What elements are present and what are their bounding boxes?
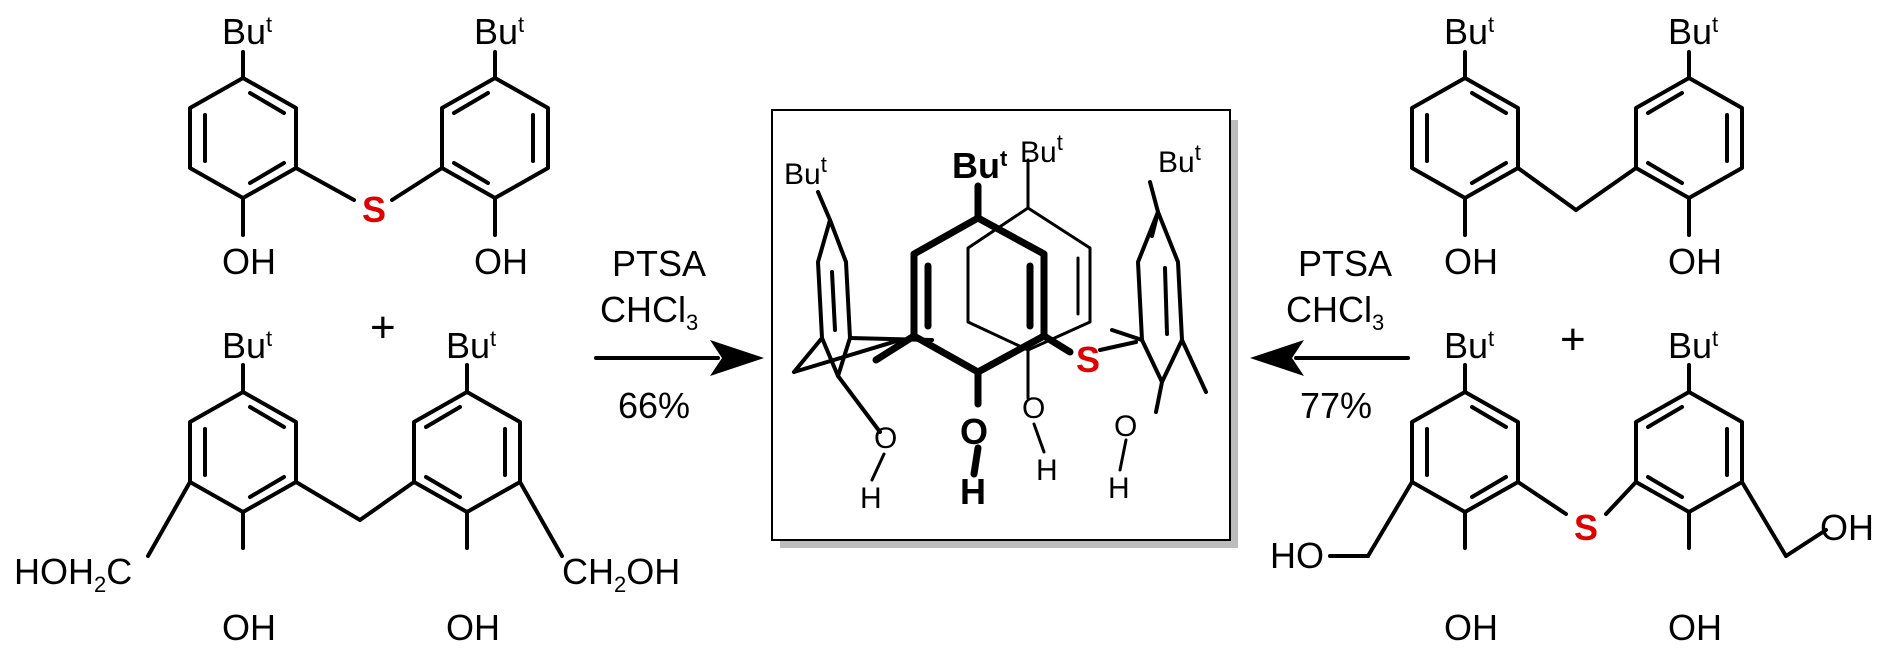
oxygen-label-front: O (960, 411, 988, 452)
tbu-label: But (446, 325, 496, 366)
product-thiacalixarene (792, 158, 1208, 482)
tbu-label-front: But (952, 145, 1008, 186)
hydrogen-label: H (860, 482, 882, 515)
hydrogen-label: H (1036, 454, 1058, 487)
reaction-arrow-right (1250, 340, 1410, 376)
oxygen-label: O (874, 422, 897, 455)
reactant-bis-hydroxymethyl-methylene-bisphenol (146, 363, 564, 558)
hydroxyl-label: HO (1270, 535, 1324, 576)
reagent-ptsa-right: PTSA (1298, 243, 1392, 284)
oxygen-label: O (1114, 410, 1137, 443)
reagent-ptsa-left: PTSA (612, 243, 706, 284)
hydroxymethyl-label: HOH2C (14, 551, 132, 597)
tbu-label: But (1444, 325, 1494, 366)
hydroxyl-label: OH (222, 241, 276, 282)
hydroxyl-label: OH (1444, 607, 1498, 648)
reaction-arrow-left (594, 340, 764, 376)
hydrogen-label: H (1108, 472, 1130, 505)
tbu-label: But (1668, 11, 1718, 52)
sulfur-atom: S (1574, 507, 1598, 548)
hydroxyl-label: OH (1668, 607, 1722, 648)
plus-sign: + (370, 303, 396, 352)
tbu-label: But (784, 152, 827, 191)
reactant-bis-hydroxymethyl-thiobisphenol (1328, 363, 1828, 558)
yield-left: 66% (618, 385, 690, 426)
product-frame (771, 109, 1238, 548)
hydroxyl-label: OH (1820, 507, 1874, 548)
tbu-label: But (1444, 11, 1494, 52)
hydroxyl-label: OH (1444, 241, 1498, 282)
hydroxymethyl-label: CH2OH (562, 551, 680, 597)
tbu-label: But (222, 325, 272, 366)
sulfur-atom: S (1076, 339, 1100, 380)
hydrogen-label-front: H (960, 471, 986, 512)
hydroxyl-label: OH (222, 607, 276, 648)
oxygen-label: O (1022, 392, 1045, 425)
tbu-label: But (474, 11, 524, 52)
tbu-label: But (1158, 140, 1201, 179)
reactant-methylene-bisphenol (1410, 50, 1744, 237)
tbu-label: But (222, 11, 272, 52)
solvent-chcl3-right: CHCl3 (1286, 289, 1384, 335)
yield-right: 77% (1300, 385, 1372, 426)
solvent-chcl3-left: CHCl3 (600, 289, 698, 335)
hydroxyl-label: OH (474, 241, 528, 282)
plus-sign: + (1560, 315, 1586, 364)
reactant-thiobisphenol (188, 50, 550, 237)
hydroxyl-label: OH (1668, 241, 1722, 282)
tbu-label: But (1668, 325, 1718, 366)
hydroxyl-label: OH (446, 607, 500, 648)
tbu-label: But (1020, 130, 1063, 169)
sulfur-atom: S (362, 189, 386, 230)
